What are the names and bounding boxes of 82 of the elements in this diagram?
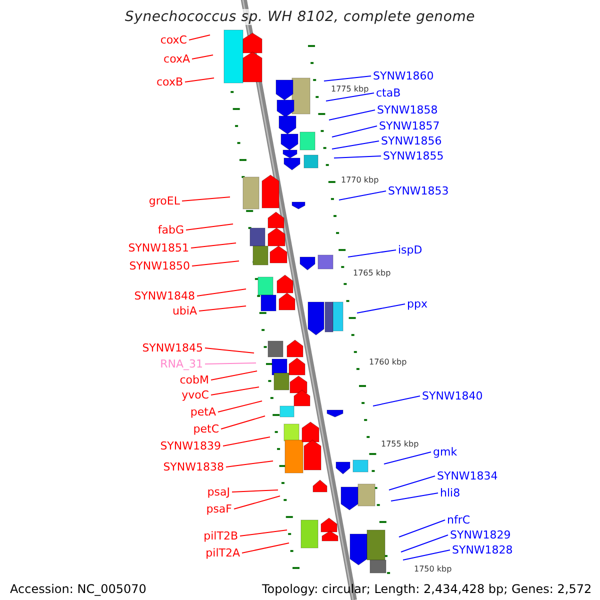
leader-line [326, 92, 374, 102]
gene-label: SYNW1840 [422, 390, 483, 402]
leader-line [182, 196, 230, 202]
gene-label: yvoC [182, 388, 209, 402]
gene-label: petC [193, 422, 219, 436]
leader-line [196, 288, 246, 296]
gene-label: coxB [156, 76, 183, 88]
gene-label: SYNW1829 [450, 528, 511, 542]
leader-line [400, 534, 448, 552]
gene-label: SYNW1850 [129, 260, 190, 272]
leader-line [402, 550, 450, 560]
gene-label: psaJ [207, 486, 230, 498]
leader-line [356, 304, 406, 314]
leader-line [192, 54, 214, 60]
gene-label: SYNW1838 [163, 460, 224, 474]
position-label: 1760 kbp [369, 358, 407, 366]
leader-line [204, 362, 256, 364]
leader-line [188, 34, 210, 40]
leader-line [242, 542, 290, 554]
leader-line [232, 490, 278, 492]
gene-label: gmk [433, 446, 458, 458]
leader-line [210, 386, 260, 396]
gene-label: psaF [206, 502, 232, 516]
leader-line [218, 400, 262, 412]
leader-line [338, 190, 386, 200]
leader-line [390, 492, 438, 502]
gene-label: SYNW1845 [142, 342, 203, 354]
gene-label: SYNW1848 [134, 290, 195, 302]
gene-label: ubiA [172, 304, 197, 318]
leader-line [334, 156, 382, 158]
leader-line [332, 126, 378, 138]
leader-line [186, 224, 234, 230]
gene-label: SYNW1834 [437, 470, 498, 482]
gene-label: nfrC [447, 514, 470, 526]
gene-label: SYNW1856 [381, 134, 442, 148]
leader-line [220, 416, 266, 430]
leader-line [198, 306, 246, 312]
leader-line [190, 242, 236, 248]
leader-line [328, 110, 376, 120]
gene-label: cobM [180, 374, 209, 386]
gene-label: SYNW1857 [379, 120, 440, 132]
gene-label: groEL [148, 194, 180, 208]
leader-line [204, 348, 254, 354]
leader-line [222, 436, 270, 446]
leader-line [184, 78, 214, 82]
gene-label: pilT2A [206, 546, 240, 560]
gene-label: coxC [160, 34, 187, 46]
gene-label: pilT2B [204, 530, 238, 542]
gene-label: RNA_31 [160, 358, 203, 370]
position-label: 1775 kbp [331, 84, 369, 94]
gene-label: hli8 [440, 486, 460, 500]
leader-line [192, 260, 240, 266]
position-label: 1770 kbp [341, 176, 379, 184]
leader-line [332, 140, 380, 150]
footer-text: Topology: circular; Length: 2,434,428 bp; Genes: 2,572 [262, 582, 592, 596]
position-label: 1750 kbp [414, 564, 452, 574]
gene-label: SYNW1858 [377, 104, 438, 116]
position-label: 1765 kbp [353, 268, 391, 278]
leader-line [372, 396, 420, 406]
gene-label: SYNW1855 [383, 150, 444, 162]
gene-label: SYNW1851 [128, 242, 189, 254]
gene-label: fabG [158, 224, 184, 236]
gene-label: SYNW1839 [160, 440, 221, 452]
leader-line [384, 452, 432, 464]
leader-line [324, 76, 372, 82]
leader-line [210, 370, 258, 380]
leader-line [398, 520, 446, 538]
leader-line [234, 496, 280, 510]
leader-line [240, 530, 288, 536]
footer-text: Accession: NC_005070 [10, 582, 146, 596]
gene-label: SYNW1828 [452, 544, 513, 556]
gene-label: ctaB [376, 86, 401, 100]
gene-label: coxA [164, 52, 190, 66]
leader-line [348, 250, 396, 258]
gene-label: ppx [407, 298, 428, 310]
leader-line [226, 460, 274, 468]
gene-label: SYNW1853 [388, 184, 449, 198]
gene-label: ispD [398, 244, 422, 256]
leader-line [388, 476, 436, 490]
position-label: 1755 kbp [381, 440, 419, 448]
gene-label: petA [190, 406, 216, 418]
gene-label: SYNW1860 [373, 70, 434, 82]
